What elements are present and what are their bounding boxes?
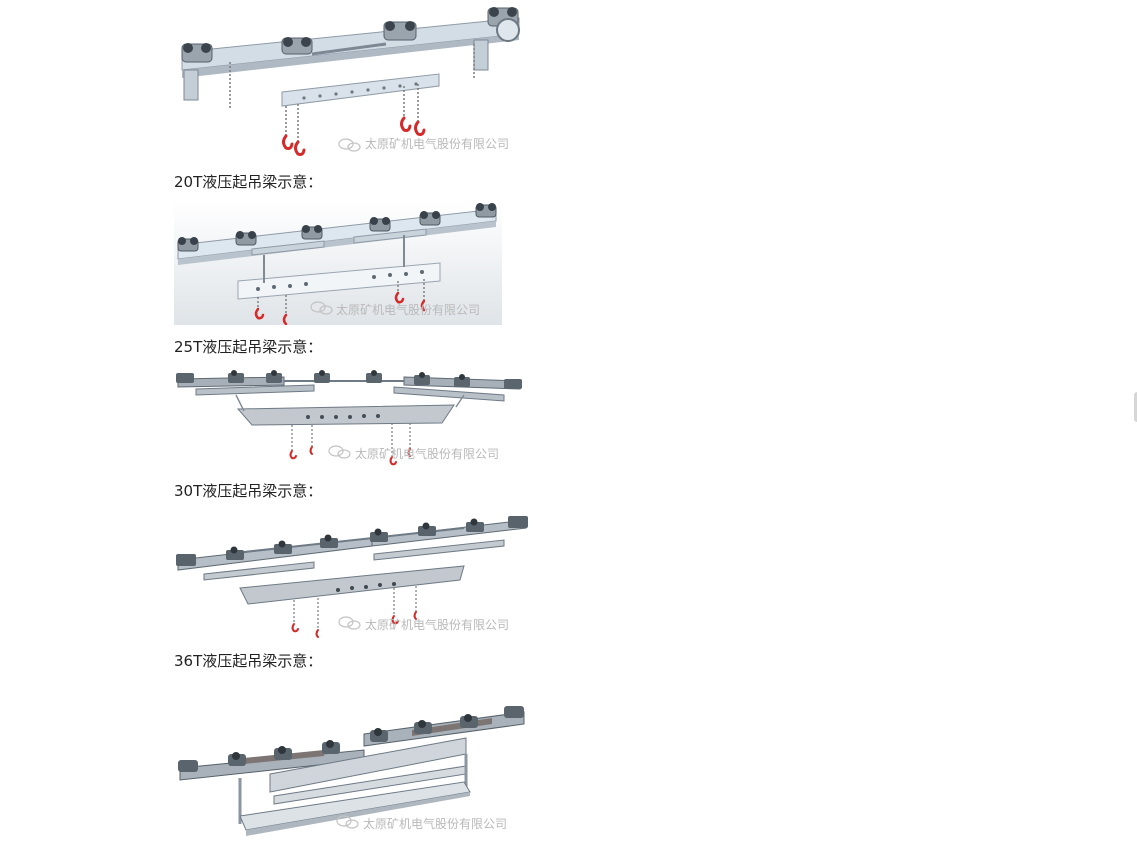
- watermark-text-25t: 太原矿机电气股份有限公司: [355, 446, 499, 461]
- watermark-logo-1: [338, 138, 361, 152]
- watermark-text-1: 太原矿机电气股份有限公司: [365, 136, 509, 151]
- beam-drawing-25t: 太原矿机电气股份有限公司: [174, 365, 524, 469]
- scroll-edge-indicator[interactable]: [1134, 392, 1137, 422]
- beam-drawing-20t: 太原矿机电气股份有限公司: [174, 201, 502, 325]
- beam-illustration-1: 太原矿机电气股份有限公司: [174, 0, 530, 158]
- beam-illustration-25t: 太原矿机电气股份有限公司: [174, 365, 524, 469]
- beam-illustration-30t: 太原矿机电气股份有限公司: [174, 508, 532, 640]
- watermark-logo-25t: [328, 445, 351, 459]
- watermark-logo-20t: [310, 301, 333, 315]
- watermark-logo-36t: [336, 815, 359, 829]
- caption-36t: 36T液压起吊梁示意：: [174, 652, 323, 670]
- beam-illustration-36t: 太原矿机电气股份有限公司: [174, 700, 530, 842]
- watermark-text-36t: 太原矿机电气股份有限公司: [363, 816, 507, 831]
- beam-drawing-30t: 太原矿机电气股份有限公司: [174, 508, 532, 640]
- caption-30t: 30T液压起吊梁示意：: [174, 482, 323, 500]
- watermark-text-20t: 太原矿机电气股份有限公司: [336, 302, 480, 317]
- caption-25t: 25T液压起吊梁示意：: [174, 338, 323, 356]
- caption-20t: 20T液压起吊梁示意：: [174, 173, 323, 191]
- watermark-logo-30t: [338, 616, 361, 630]
- beam-drawing-1: 太原矿机电气股份有限公司: [174, 0, 530, 158]
- beam-drawing-36t: 太原矿机电气股份有限公司: [174, 700, 530, 842]
- beam-illustration-20t: 太原矿机电气股份有限公司: [174, 201, 502, 325]
- watermark-text-30t: 太原矿机电气股份有限公司: [365, 617, 509, 632]
